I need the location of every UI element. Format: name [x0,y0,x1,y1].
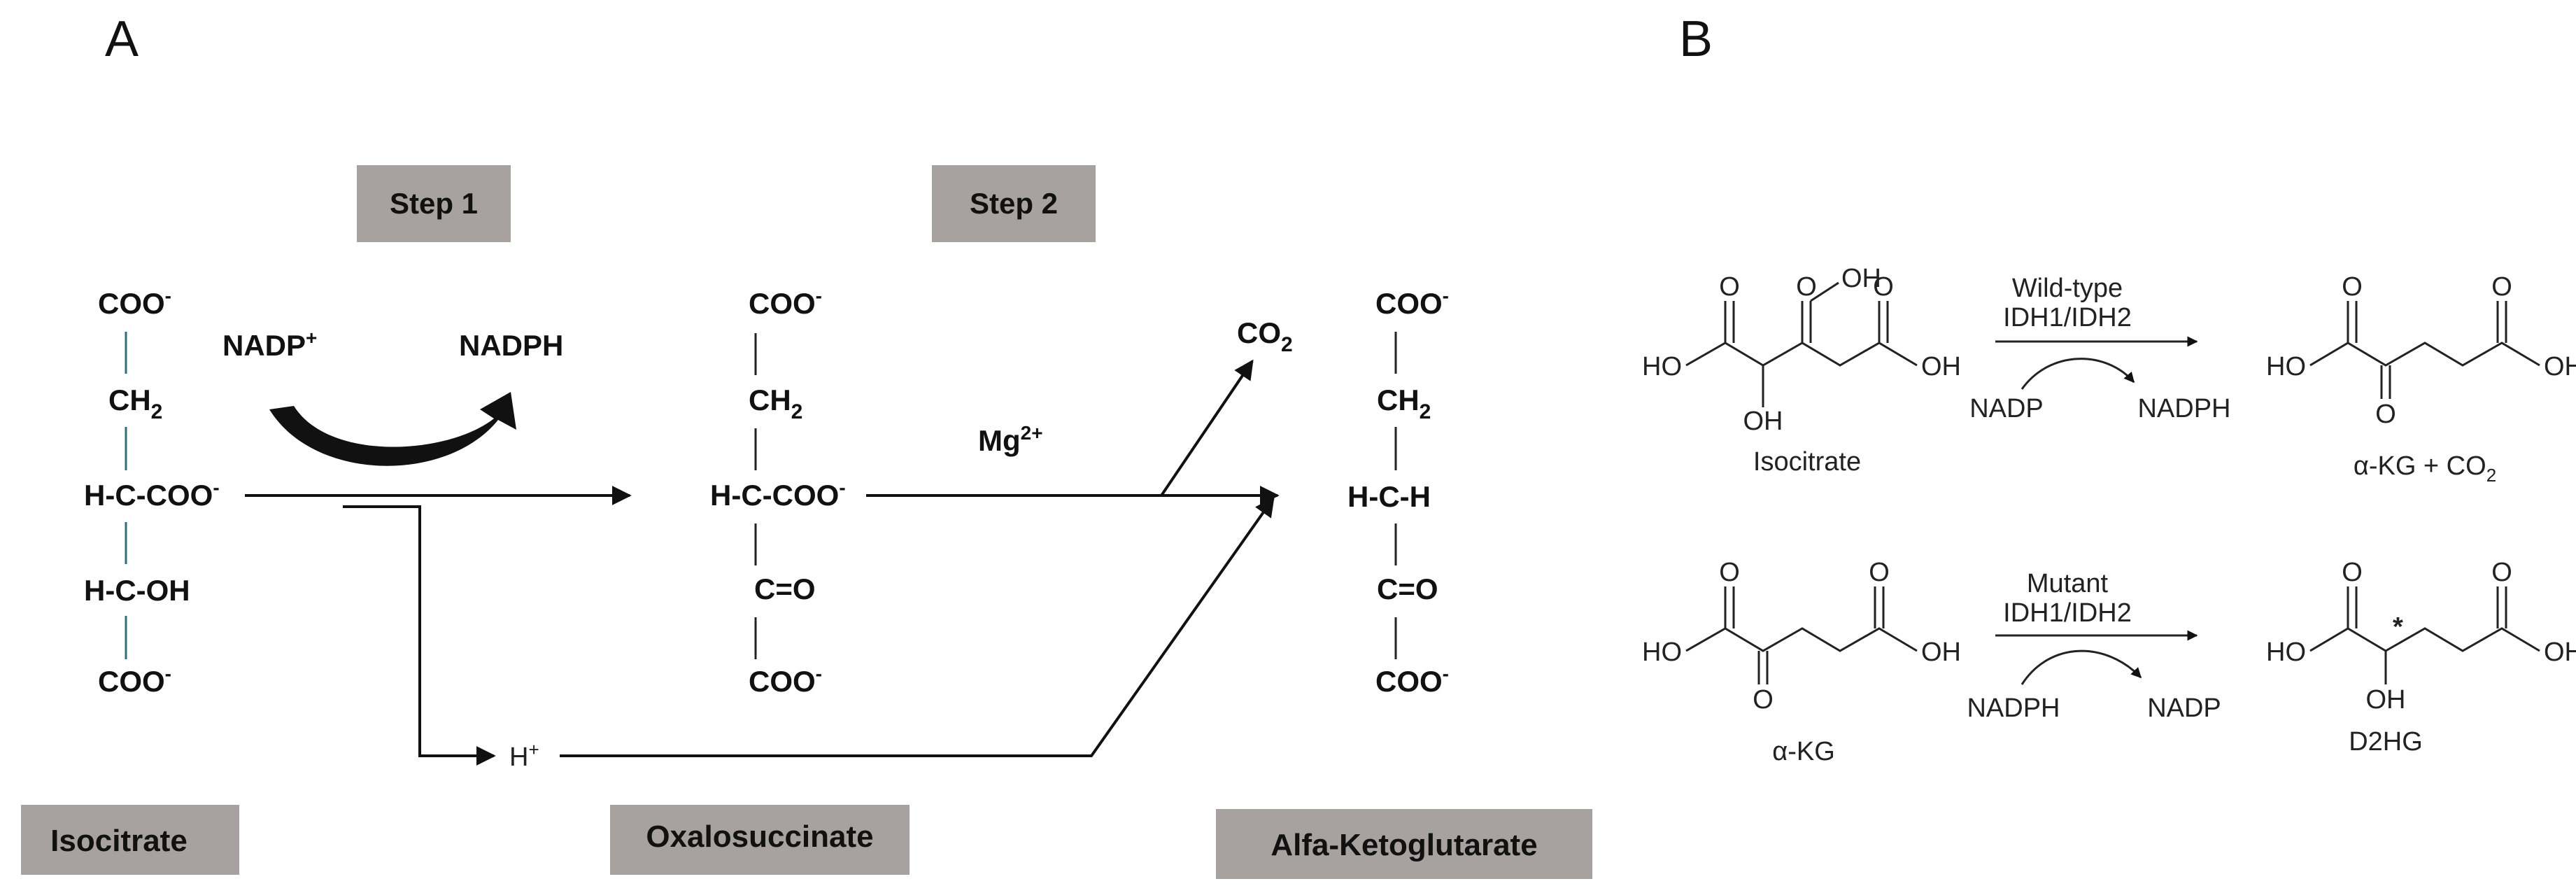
svg-text:O: O [1719,558,1740,587]
d2hg-name: D2HG [2349,727,2423,757]
r1-cofactor-out: NADPH [2137,394,2230,423]
nadp-curved-arrow [269,392,516,466]
svg-text:O: O [2342,558,2363,587]
svg-text:CH2: CH2 [749,384,802,423]
svg-text:H-C-OH: H-C-OH [84,574,190,607]
svg-text:HO: HO [1642,352,1682,381]
isocitrate-structure: COO- CH2 H-C-COO- H-C-OH COO- [84,285,220,698]
svg-text:HO: HO [2266,638,2306,667]
stereo-center-mark: * [2393,612,2403,642]
svg-text:O: O [2491,558,2512,587]
svg-text:O: O [1869,558,1890,587]
svg-text:HO: HO [2266,352,2306,381]
svg-text:OH: OH [1743,407,1783,436]
svg-text:COO-: COO- [749,663,822,698]
svg-text:CH2: CH2 [108,384,162,423]
r1-enzyme-line1: Wild-type [2012,274,2123,303]
svg-text:COO-: COO- [1375,663,1449,698]
svg-text:O: O [2342,272,2363,302]
svg-text:O: O [2491,272,2512,302]
panel-b-letter: B [1679,11,1713,67]
akg-substrate-skeletal: O O O HO OH [1642,558,1961,715]
r2-cofactor-curve [2021,649,2142,685]
isocitrate-name: Isocitrate [1753,447,1861,477]
isocitrate-skeletal: O O OH O HO OH OH [1642,264,1961,436]
step1-box [357,165,511,242]
hplus-label: H+ [509,739,539,772]
r2-cofactor-in: NADPH [1967,694,2060,723]
mg-label: Mg2+ [978,422,1043,457]
svg-text:OH: OH [1921,352,1961,381]
svg-text:OH: OH [2544,638,2576,667]
hplus-branch-arrow [343,505,496,766]
r2-enzyme-line1: Mutant [2027,569,2109,598]
akg-substrate-name: α-KG [1772,737,1835,766]
svg-text:C=O: C=O [1377,572,1438,605]
r1-cofactor-in: NADP [1969,394,2044,423]
akg-product-skeletal: O O O HO OH [2266,272,2576,429]
svg-text:H-C-COO-: H-C-COO- [710,477,846,512]
hplus-to-akg-arrow [560,496,1275,757]
svg-text:OH: OH [2544,352,2576,381]
svg-text:COO-: COO- [98,285,171,320]
step2-box [932,165,1096,242]
isocitrate-label-box [21,805,239,875]
svg-text:OH: OH [1841,264,1881,293]
svg-text:C=O: C=O [754,572,816,605]
svg-text:O: O [1753,685,1774,715]
svg-text:O: O [1719,272,1740,302]
d2hg-skeletal: O O HO OH OH * [2266,558,2576,715]
akg-structure: COO- CH2 H-C-H C=O COO- [1347,285,1449,698]
oxalosuccinate-label-box [610,805,910,875]
r1-enzyme-line2: IDH1/IDH2 [2003,303,2132,332]
co2-release-arrow [1160,359,1254,497]
akg-co2-name: α-KG + CO2 [2354,451,2496,486]
co2-label: CO2 [1237,316,1293,356]
isocitrate-label: Isocitrate [50,824,187,858]
svg-text:CH2: CH2 [1377,384,1431,423]
svg-text:COO-: COO- [1375,285,1449,320]
svg-text:H-C-COO-: H-C-COO- [84,477,220,512]
svg-text:COO-: COO- [749,285,822,320]
nadph-label: NADPH [459,329,563,362]
svg-text:HO: HO [1642,638,1682,667]
step2-label: Step 2 [970,187,1058,220]
svg-text:COO-: COO- [98,663,171,698]
r1-cofactor-curve [2021,358,2135,390]
svg-text:O: O [1873,272,1894,302]
step1-label: Step 1 [390,187,478,220]
akg-label: Alfa-Ketoglutarate [1271,828,1537,862]
svg-text:OH: OH [2366,685,2406,715]
svg-text:O: O [2375,400,2396,429]
panel-a-letter: A [105,11,139,67]
oxalosuccinate-structure: COO- CH2 H-C-COO- C=O COO- [710,285,846,698]
akg-label-box [1216,809,1592,879]
svg-text:O: O [1796,272,1817,302]
svg-text:OH: OH [1921,638,1961,667]
nadp-plus-label: NADP+ [222,327,317,362]
r2-enzyme-line2: IDH1/IDH2 [2003,598,2132,628]
svg-text:H-C-H: H-C-H [1347,480,1431,513]
r2-cofactor-out: NADP [2147,694,2221,723]
oxalosuccinate-label: Oxalosuccinate [646,820,873,854]
